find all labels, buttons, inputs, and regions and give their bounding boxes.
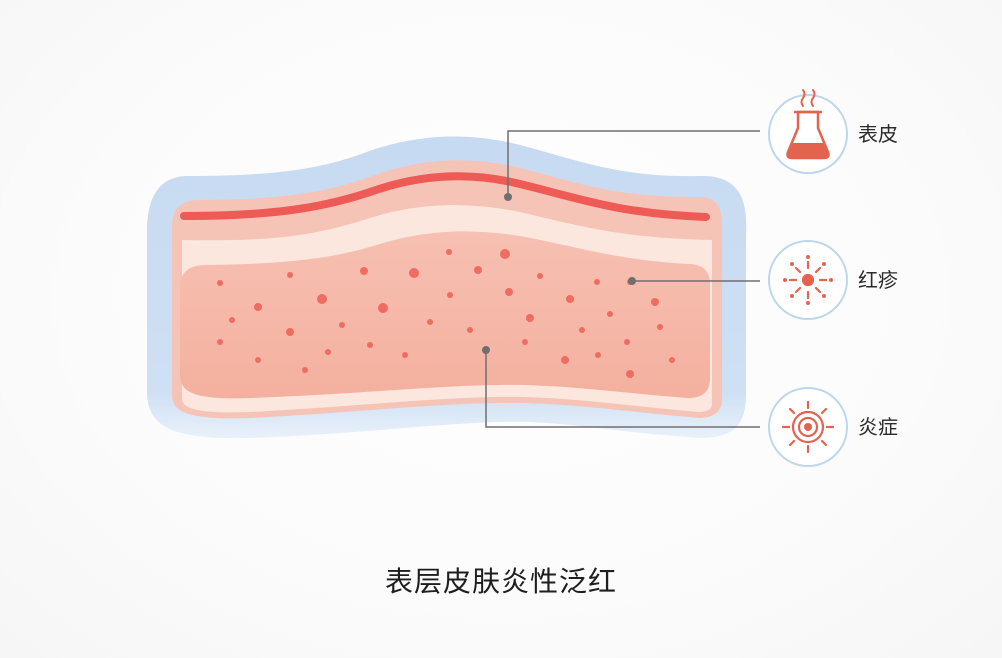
spot (657, 324, 663, 330)
spot (317, 294, 327, 304)
spot (302, 367, 308, 373)
dermis-layer (180, 231, 710, 399)
spot (626, 370, 634, 378)
spot (500, 249, 510, 259)
spot (537, 273, 543, 279)
spot (624, 339, 630, 345)
leader-line-epidermis (507, 130, 760, 197)
spot (467, 327, 473, 333)
leader-line-inflammation (485, 350, 760, 428)
spot (229, 317, 235, 323)
spot (339, 322, 345, 328)
spot (595, 352, 601, 358)
leader-dot-rash (628, 277, 636, 285)
leader-dot-epidermis (504, 193, 512, 201)
spot (367, 342, 373, 348)
leader-dots (482, 193, 636, 354)
spot (427, 319, 433, 325)
spot (579, 327, 585, 333)
spot (402, 352, 408, 358)
spot (409, 268, 419, 278)
label-rash: 红疹 (858, 268, 898, 292)
leader-dot-inflammation (482, 346, 490, 354)
spot (522, 339, 528, 345)
spot (446, 249, 452, 255)
spot (217, 339, 223, 345)
epidermis-red-line (180, 172, 710, 221)
label-inflammation: 炎症 (858, 415, 898, 439)
spot (669, 357, 675, 363)
flask-icon (768, 89, 848, 174)
spot (217, 280, 223, 286)
spot (651, 298, 659, 306)
inflammation-target-icon (768, 387, 848, 467)
label-epidermis: 表皮 (858, 122, 898, 146)
spot (561, 356, 569, 364)
spot (526, 314, 534, 322)
spot (325, 349, 331, 355)
diagram-title: 表层皮肤炎性泛红 (384, 565, 617, 598)
spot (378, 303, 388, 313)
spot (286, 328, 294, 336)
rash-burst-icon (768, 240, 848, 320)
spot (287, 272, 293, 278)
spot (594, 279, 600, 285)
spot (566, 295, 574, 303)
spot (254, 303, 262, 311)
spot (607, 311, 613, 317)
spot (255, 357, 261, 363)
spot (447, 292, 453, 298)
spot (505, 288, 513, 296)
spot (474, 266, 482, 274)
dermis-spots (217, 249, 675, 378)
spot (360, 267, 368, 275)
leader-lines (485, 130, 760, 428)
